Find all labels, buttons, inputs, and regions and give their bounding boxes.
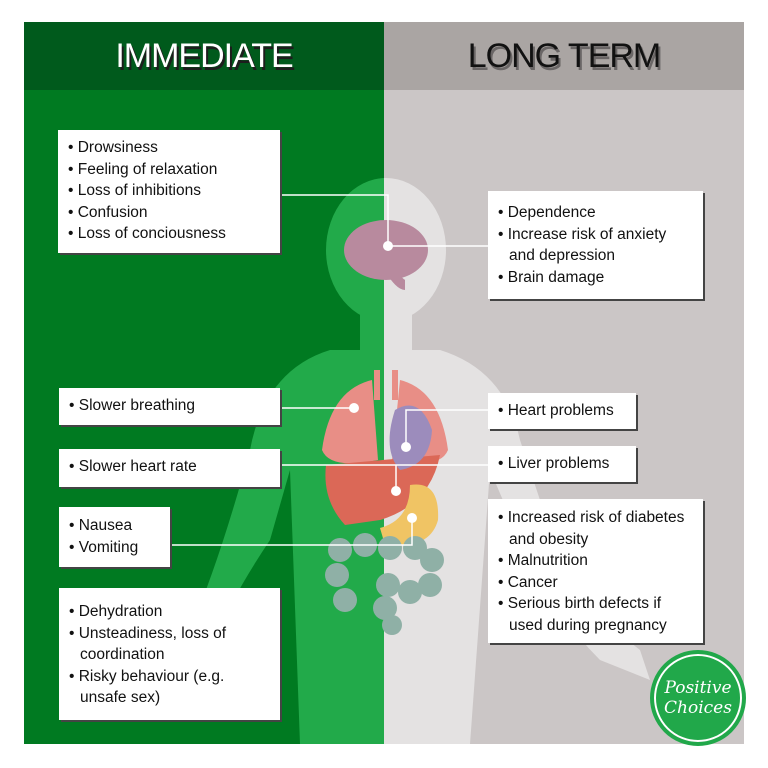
effect-item: Drowsiness: [68, 137, 270, 159]
immediate-general-effects: Dehydration Unsteadiness, loss of coordi…: [59, 588, 280, 720]
effect-item: Dehydration: [69, 601, 270, 623]
long-term-header: LONG TERM: [384, 22, 744, 90]
connector-dots: [349, 241, 417, 523]
effect-item: Increased risk of diabetes and obesity: [498, 507, 693, 550]
long-term-heart-effects: Heart problems: [488, 393, 636, 429]
logo-line-1: Positive: [664, 678, 732, 698]
immediate-brain-effects: Drowsiness Feeling of relaxation Loss of…: [58, 130, 280, 253]
immediate-stomach-effects: Nausea Vomiting: [59, 507, 170, 567]
effect-item: Loss of inhibitions: [68, 180, 270, 202]
effect-item: Slower breathing: [69, 395, 270, 417]
logo-line-2: Choices: [664, 698, 732, 718]
immediate-lungs-effects: Slower breathing: [59, 388, 280, 425]
effect-item: Loss of conciousness: [68, 223, 270, 245]
effect-item: Serious birth defects if used during pre…: [498, 593, 693, 636]
heart-icon: [389, 405, 432, 470]
effect-item: Risky behaviour (e.g. unsafe sex): [69, 666, 270, 709]
long-term-general-effects: Increased risk of diabetes and obesity M…: [488, 499, 703, 643]
effect-item: Malnutrition: [498, 550, 693, 572]
effect-item: Cancer: [498, 572, 693, 594]
long-term-liver-effects: Liver problems: [488, 446, 636, 482]
effect-item: Heart problems: [498, 400, 626, 422]
effect-item: Unsteadiness, loss of coordination: [69, 623, 270, 666]
immediate-heart-effects: Slower heart rate: [59, 449, 280, 487]
long-term-brain-effects: Dependence Increase risk of anxiety and …: [488, 191, 703, 299]
effect-item: Feeling of relaxation: [68, 159, 270, 181]
effect-item: Dependence: [498, 202, 693, 224]
positive-choices-logo: Positive Choices: [650, 650, 746, 746]
effect-item: Confusion: [68, 202, 270, 224]
effect-item: Nausea: [69, 515, 160, 537]
effect-item: Vomiting: [69, 537, 160, 559]
connector-lines: [170, 194, 488, 546]
immediate-header: IMMEDIATE: [24, 22, 384, 90]
effect-item: Increase risk of anxiety and depression: [498, 224, 693, 267]
effect-item: Brain damage: [498, 267, 693, 289]
liver-icon: [325, 455, 440, 525]
effect-item: Slower heart rate: [69, 456, 270, 478]
effect-item: Liver problems: [498, 453, 626, 475]
